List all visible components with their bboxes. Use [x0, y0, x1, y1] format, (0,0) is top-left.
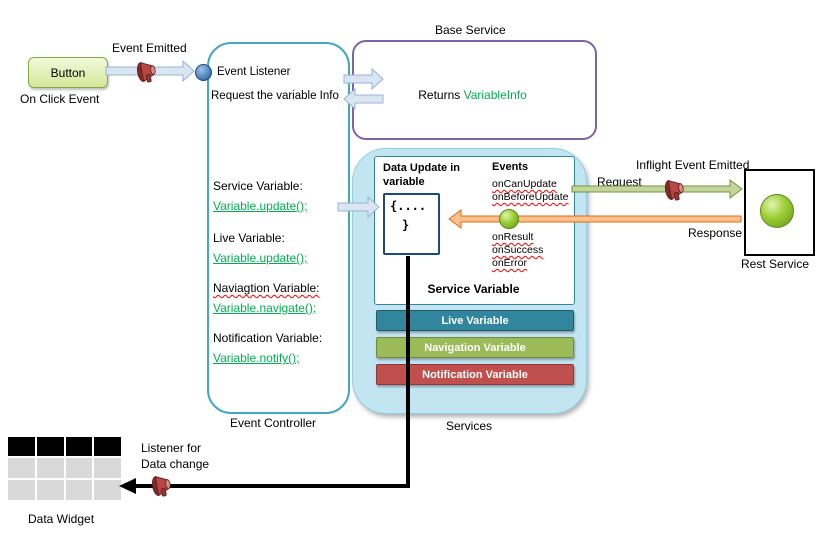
event-onresult: onResult — [492, 231, 534, 243]
table-cell — [65, 480, 93, 500]
event-listener-label: Event Listener — [217, 66, 291, 78]
inflight-event-megaphone-icon — [663, 177, 686, 203]
table-cell — [36, 458, 64, 478]
live-variable-code-link[interactable]: Variable.update(); — [213, 251, 308, 265]
returns-variable-info-label: Returns VariableInfo — [352, 88, 593, 102]
service-variable-title: Service Variable — [427, 282, 520, 296]
table-header-cell — [65, 437, 93, 456]
inflight-status-sphere-icon — [499, 209, 519, 229]
data-widget-label: Data Widget — [28, 512, 95, 526]
on-click-event-label: On Click Event — [20, 92, 100, 106]
event-emitted-label: Event Emitted — [112, 41, 187, 55]
navigation-variable-code-link[interactable]: Variable.navigate(); — [213, 301, 317, 315]
event-oncanupdate: onCanUpdate — [492, 178, 557, 190]
request-variable-info-label: Request the variable Info — [211, 90, 339, 102]
click-event-arrow — [105, 59, 195, 83]
table-header-cell — [8, 437, 35, 456]
services-title: Services — [446, 419, 493, 433]
table-header-cell — [94, 437, 121, 456]
listener-for-label: Listener for — [141, 441, 202, 455]
navigation-variable-bar: Navigation Variable — [376, 337, 574, 358]
service-variable-item-label: Service Variable: — [213, 179, 303, 193]
variable-info-value: VariableInfo — [463, 88, 527, 102]
table-cell — [65, 458, 93, 478]
request-label: Request — [597, 175, 642, 189]
data-change-megaphone-icon — [150, 473, 173, 499]
data-change-arrowhead — [119, 478, 136, 494]
event-controller-title: Event Controller — [230, 416, 317, 430]
event-onbeforeupdate: onBeforeUpdate — [492, 191, 569, 203]
base-service-title: Base Service — [435, 23, 506, 37]
data-widget-table — [8, 437, 121, 503]
table-cell — [94, 458, 121, 478]
rest-service-sphere-icon — [760, 194, 794, 228]
button-node[interactable]: Button — [28, 57, 108, 88]
base-service-box — [352, 40, 597, 140]
event-onsuccess: onSuccess — [492, 244, 544, 256]
event-onerror: onError — [492, 257, 528, 269]
returns-prefix: Returns — [418, 88, 461, 102]
table-cell — [36, 480, 64, 500]
events-title: Events — [492, 161, 529, 173]
response-label: Response — [688, 226, 743, 240]
navigation-variable-item-label: Naviagtion Variable: — [213, 281, 320, 295]
table-header-cell — [36, 437, 64, 456]
data-update-label: Data Update in variable — [383, 162, 461, 189]
table-cell — [94, 480, 121, 500]
event-listener-dot-icon — [195, 64, 212, 81]
rest-service-label: Rest Service — [741, 257, 810, 271]
event-emitted-megaphone-icon — [135, 59, 158, 85]
inflight-event-emitted-label: Inflight Event Emitted — [636, 158, 750, 172]
table-cell — [8, 480, 35, 500]
table-cell — [8, 458, 35, 478]
variable-code-block: {.... } — [383, 193, 440, 255]
data-change-label: Data change — [141, 457, 210, 471]
live-variable-bar: Live Variable — [376, 310, 574, 331]
code-close-line: } — [402, 218, 410, 233]
notification-variable-code-link[interactable]: Variable.notify(); — [213, 351, 300, 365]
service-variable-code-link[interactable]: Variable.update(); — [213, 199, 308, 213]
live-variable-item-label: Live Variable: — [213, 231, 285, 245]
notification-variable-bar: Notification Variable — [376, 364, 574, 385]
code-open-line: {.... — [390, 199, 427, 213]
notification-variable-item-label: Notification Variable: — [213, 331, 323, 345]
